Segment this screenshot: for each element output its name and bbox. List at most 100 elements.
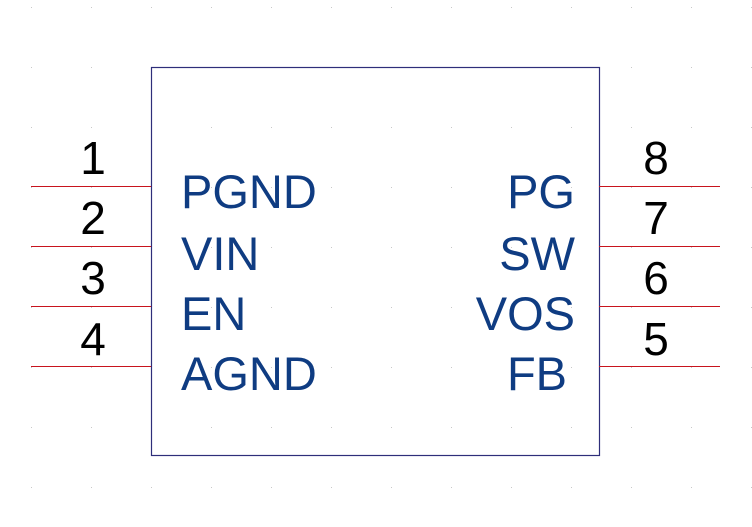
grid-dot [331,487,332,488]
grid-dot [331,247,332,248]
grid-dot [211,187,212,188]
grid-dot [511,127,512,128]
grid-dot [571,367,572,368]
grid-dot [391,427,392,428]
grid-dot [391,187,392,188]
grid-dot [31,187,32,188]
grid-dot [691,487,692,488]
pin-5-number: 5 [643,313,669,365]
grid-dot [271,127,272,128]
grid-dot [91,367,92,368]
pin-1-number: 1 [80,132,106,184]
pin-1[interactable]: 1 PGND [31,132,317,218]
grid-dot [271,187,272,188]
grid-dot [31,427,32,428]
grid-dot [691,307,692,308]
grid-dot [631,427,632,428]
grid-dot [271,247,272,248]
grid-dot [331,187,332,188]
grid-dot [271,487,272,488]
grid-dot [91,127,92,128]
grid-dot [211,367,212,368]
grid-dot [631,127,632,128]
pin-4[interactable]: 4 AGND [31,313,317,400]
grid-dot [511,187,512,188]
grid-dot [571,7,572,8]
grid-dot [511,367,512,368]
pin-7-name: SW [499,227,575,280]
pin-2-number: 2 [80,192,106,244]
grid-dot [451,487,452,488]
grid-dot [331,367,332,368]
grid-dot [391,127,392,128]
grid-dot [391,367,392,368]
grid-dot [31,307,32,308]
grid-dot [211,7,212,8]
pin-7-number: 7 [643,192,669,244]
grid-dot [691,247,692,248]
grid-dot [451,247,452,248]
pin-5-name: FB [507,347,567,400]
grid-dot [511,427,512,428]
grid-dot [31,247,32,248]
grid-dot [271,7,272,8]
pin-4-name: AGND [181,347,317,400]
grid-dot [391,487,392,488]
grid-dot [571,487,572,488]
pin-8[interactable]: 8 PG [507,132,720,218]
pin-6-number: 6 [643,252,669,304]
component-body[interactable] [150,66,601,457]
grid-dot [571,127,572,128]
grid-dot [391,7,392,8]
grid-dot [331,127,332,128]
grid-dot [151,487,152,488]
grid-dot [511,7,512,8]
grid-dot [451,307,452,308]
grid-dot [451,367,452,368]
grid-dot [631,367,632,368]
left-pins: 1 PGND 2 VIN 3 EN 4 AGND [31,132,317,400]
pin-3-number: 3 [80,252,106,304]
grid-dot [691,7,692,8]
grid-dot [211,487,212,488]
pin-7[interactable]: 7 SW [499,192,720,280]
right-pins: 8 PG 7 SW 6 VOS 5 FB [476,132,720,400]
grid-dot [451,187,452,188]
grid-dot [691,127,692,128]
grid-dot [211,127,212,128]
grid-dot [31,367,32,368]
grid-dot [91,7,92,8]
pin-8-name: PG [507,165,575,218]
grid-dot [631,187,632,188]
grid-dot [691,67,692,68]
grid-dot [631,487,632,488]
pin-6[interactable]: 6 VOS [476,252,720,340]
grid-dot [271,367,272,368]
grid-dot [571,307,572,308]
grid-dot [31,7,32,8]
grid-dot [571,427,572,428]
grid-dot [31,127,32,128]
grid-dot [631,67,632,68]
grid-dot [331,7,332,8]
grid-dot [631,307,632,308]
grid-dot [511,247,512,248]
pin-2[interactable]: 2 VIN [31,192,259,280]
grid-dot [511,307,512,308]
grid-dot [91,187,92,188]
grid-dot [91,307,92,308]
grid-dot [211,427,212,428]
pin-5[interactable]: 5 FB [507,313,720,400]
grid-dot [271,427,272,428]
grid-dot [211,307,212,308]
grid-dot [391,247,392,248]
pin-6-name: VOS [476,287,575,340]
grid-dot [451,427,452,428]
grid-dot [451,127,452,128]
grid-dot [271,307,272,308]
grid-dot [691,187,692,188]
grid-dots [31,7,752,488]
pin-3[interactable]: 3 EN [31,252,246,340]
grid-dot [91,487,92,488]
